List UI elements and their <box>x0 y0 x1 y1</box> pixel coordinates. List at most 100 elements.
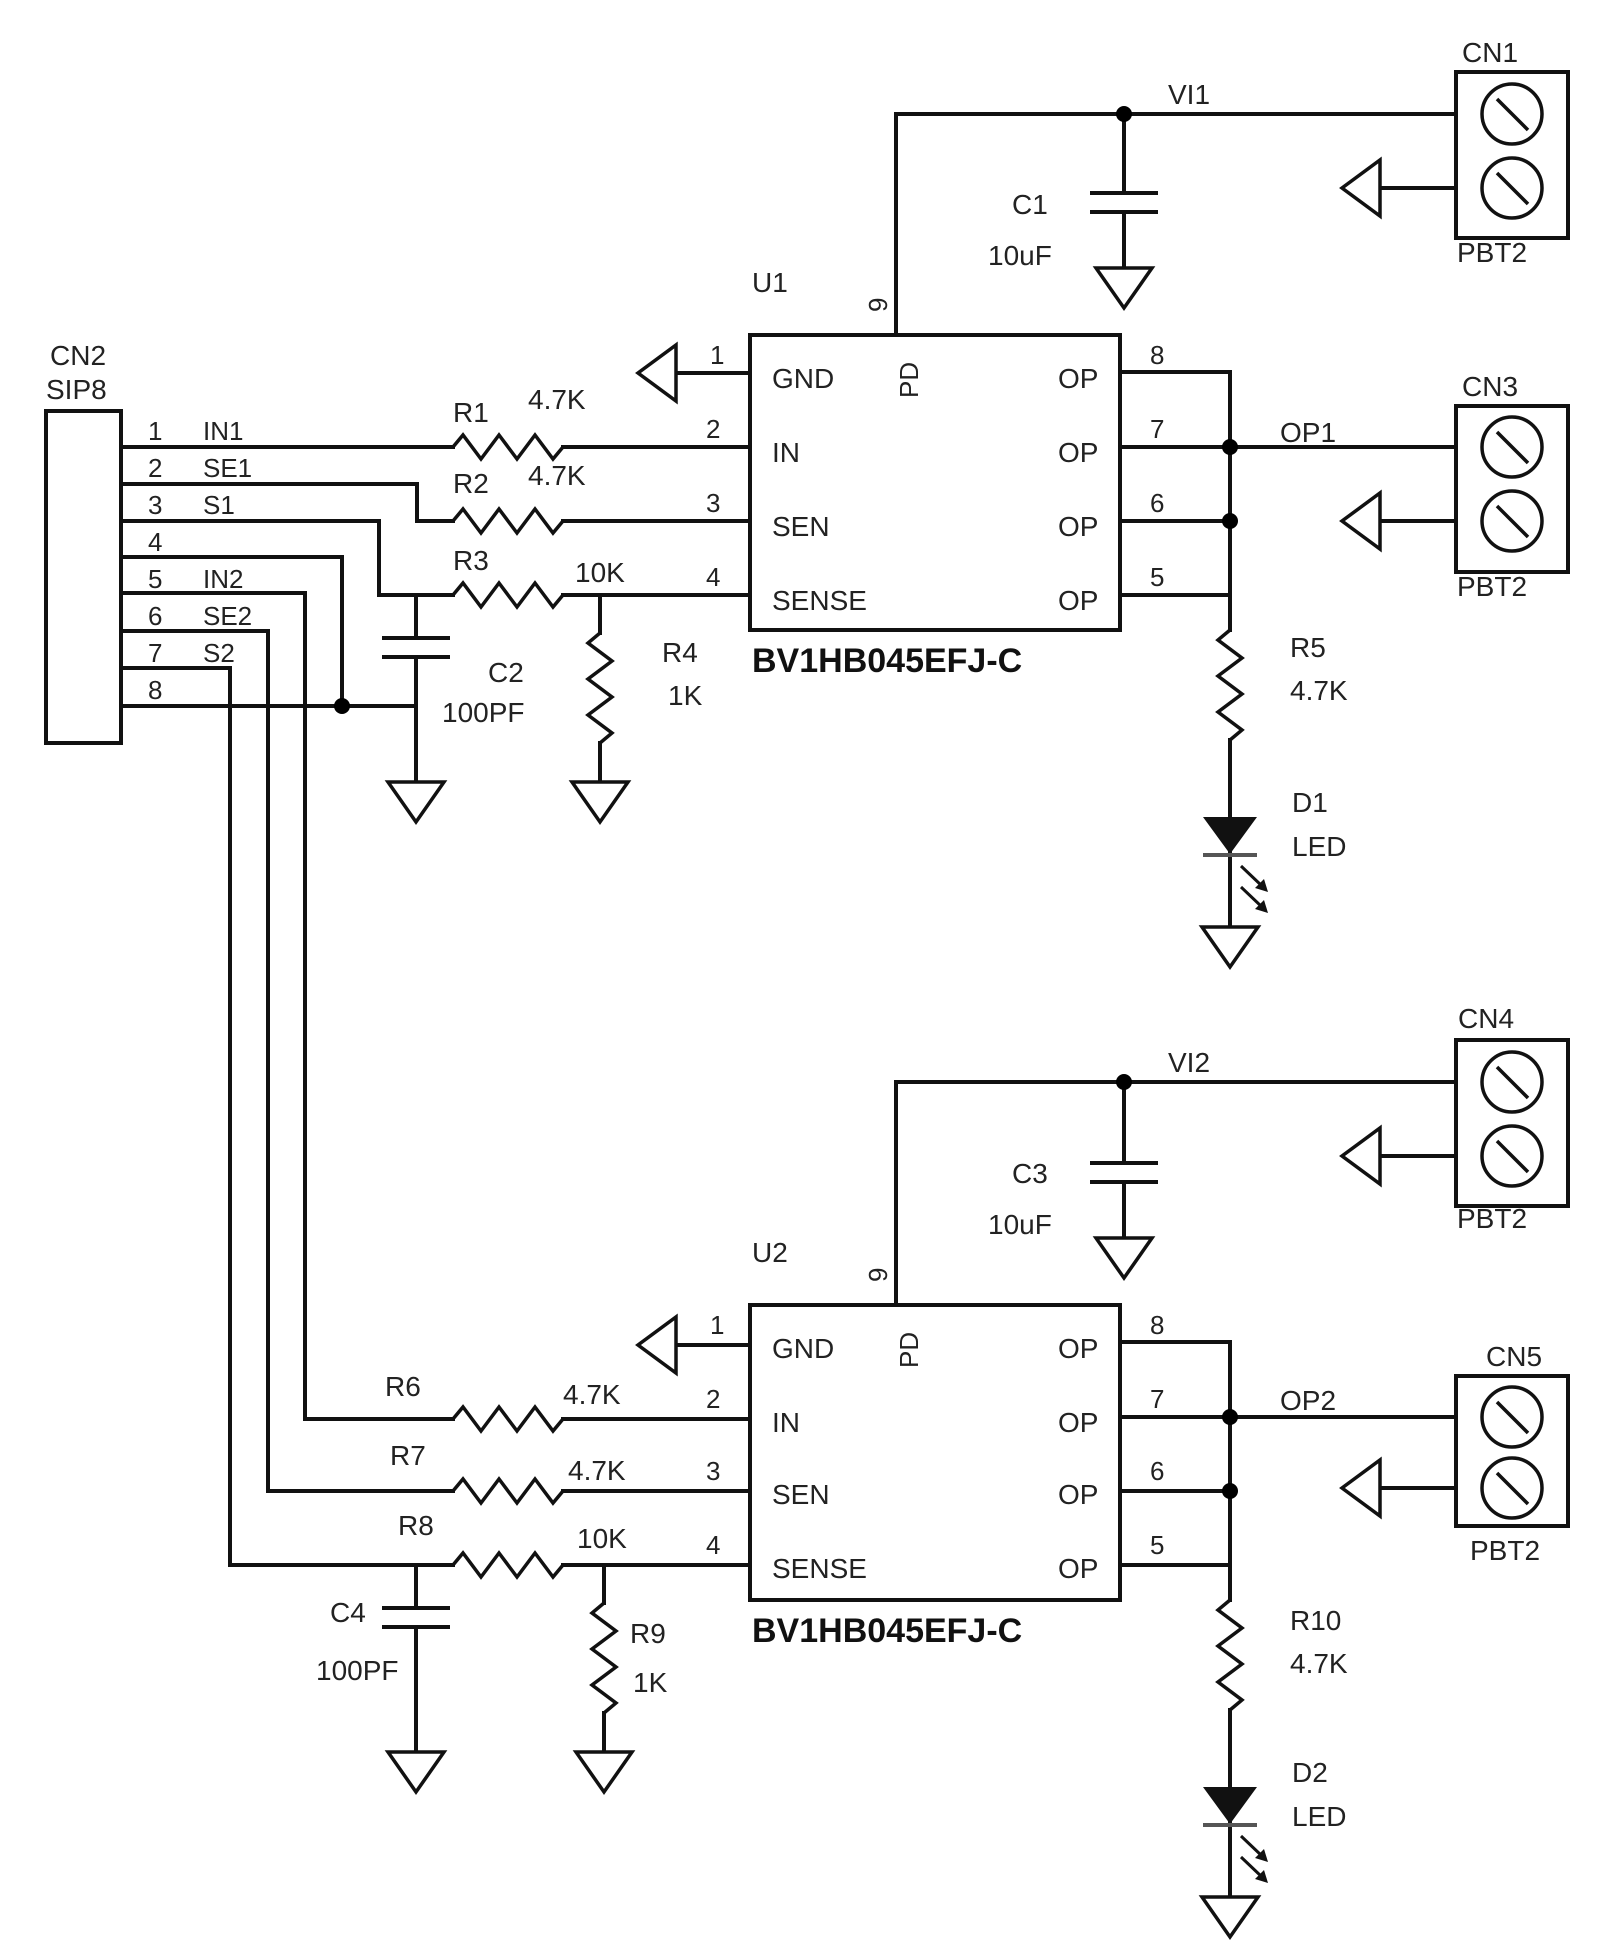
cn4-body <box>1454 1038 1570 1208</box>
u2-pin-op-6: OP <box>1058 1479 1098 1510</box>
cn4-ref: CN4 <box>1458 1003 1514 1034</box>
u1-pin-5-num: 5 <box>1150 562 1164 592</box>
cn2-pin-3-num: 3 <box>148 490 162 520</box>
cn5-type: PBT2 <box>1470 1535 1540 1566</box>
u1-part: BV1HB045EFJ-C <box>752 642 1022 680</box>
u2-pin-op-5: OP <box>1058 1553 1098 1584</box>
cn5-ref: CN5 <box>1486 1341 1542 1372</box>
c4-ref: C4 <box>330 1597 366 1628</box>
cn1-ref: CN1 <box>1462 37 1518 68</box>
light-emission-icon <box>1239 864 1268 913</box>
c3-ref: C3 <box>1012 1158 1048 1189</box>
cn2-pin-6-num: 6 <box>148 601 162 631</box>
u2-pin-7-num: 7 <box>1150 1384 1164 1414</box>
u1-pin-4-num: 4 <box>706 562 720 592</box>
u2-pin-1-num: 1 <box>710 1310 724 1340</box>
junction-vi1 <box>1116 106 1132 122</box>
connector-cn4: CN4 PBT2 <box>1454 1003 1570 1234</box>
u1-pin-pd: PD <box>894 362 924 398</box>
wire-vi1 <box>894 112 1458 337</box>
u2-pin-pd: PD <box>894 1332 924 1368</box>
cn5-body <box>1454 1374 1570 1528</box>
wires-channel-2 <box>119 591 752 1754</box>
cn2-pin-1-net: IN1 <box>203 416 243 446</box>
cn1-type: PBT2 <box>1457 237 1527 268</box>
u1-pin-op-8: OP <box>1058 363 1098 394</box>
wires-channel-1 <box>119 445 752 784</box>
ground-icon <box>386 1750 446 1794</box>
wire-op-bus-1 <box>1118 370 1232 632</box>
u1-pin-3-num: 3 <box>706 488 720 518</box>
capacitor-c2 <box>382 636 450 659</box>
resistor-r1 <box>451 433 565 461</box>
wire-se1 <box>119 482 455 523</box>
u1-pin-1-num: 1 <box>710 340 724 370</box>
ground-icon <box>1200 925 1260 969</box>
cn2-pin-2-num: 2 <box>148 453 162 483</box>
cn2-pin-7-num: 7 <box>148 638 162 668</box>
cn1-body <box>1454 70 1570 240</box>
ground-icon <box>1200 1895 1260 1939</box>
cn2-type: SIP8 <box>46 374 107 405</box>
resistor-r8 <box>451 1551 565 1579</box>
c1-value: 10uF <box>988 240 1052 271</box>
capacitor-c1 <box>1090 191 1158 214</box>
u2-pin-3-num: 3 <box>706 1456 720 1486</box>
r10-value: 4.7K <box>1290 1648 1348 1679</box>
resistor-r3 <box>451 581 565 609</box>
cn2-pin-2-net: SE1 <box>203 453 252 483</box>
resistor-r9 <box>590 1601 618 1715</box>
u1-body <box>748 333 1122 632</box>
c4-value: 100PF <box>316 1655 399 1686</box>
ic-u2: U2 BV1HB045EFJ-C GND IN SEN SENSE 1 2 3 … <box>706 1237 1164 1650</box>
u1-pin-op-5: OP <box>1058 585 1098 616</box>
c1-ref: C1 <box>1012 189 1048 220</box>
wire-in2 <box>119 591 455 1421</box>
u1-pin-in: IN <box>772 437 800 468</box>
cn2-pin-4-num: 4 <box>148 527 162 557</box>
net-vi1: VI1 <box>1168 79 1210 110</box>
u2-body <box>748 1303 1122 1602</box>
u1-pin-6-num: 6 <box>1150 488 1164 518</box>
junction-u2-pin6 <box>1222 1483 1238 1499</box>
wire-vi2 <box>894 1080 1458 1307</box>
cn2-pin-labels: 1 2 3 4 5 6 7 8 IN1 SE1 S1 IN2 SE2 S2 <box>148 416 252 705</box>
u2-ref: U2 <box>752 1237 788 1268</box>
r7-value: 4.7K <box>568 1455 626 1486</box>
r5-value: 4.7K <box>1290 675 1348 706</box>
ic-u1: U1 BV1HB045EFJ-C GND IN SEN SENSE 1 2 3 … <box>706 267 1164 680</box>
ground-icon <box>386 780 446 824</box>
u1-pin-gnd: GND <box>772 363 834 394</box>
connector-cn5: CN5 PBT2 <box>1454 1341 1570 1566</box>
light-emission-icon <box>1239 1834 1268 1883</box>
capacitor-c4 <box>382 1606 450 1629</box>
net-op2: OP2 <box>1280 1385 1336 1416</box>
resistor-r7 <box>451 1477 565 1505</box>
r2-ref: R2 <box>453 468 489 499</box>
u1-pin-op-7: OP <box>1058 437 1098 468</box>
r2-value: 4.7K <box>528 460 586 491</box>
u2-pin-2-num: 2 <box>706 1384 720 1414</box>
d1-value: LED <box>1292 831 1346 862</box>
r3-value: 10K <box>575 557 625 588</box>
cn2-body <box>44 409 123 745</box>
ground-icon <box>574 1750 634 1794</box>
r6-ref: R6 <box>385 1371 421 1402</box>
wire-cn2-pin4 <box>119 555 344 708</box>
r4-value: 1K <box>668 680 703 711</box>
u2-pin-gnd: GND <box>772 1333 834 1364</box>
u1-pin-9-num: 9 <box>863 298 893 312</box>
u1-pin-8-num: 8 <box>1150 340 1164 370</box>
u2-pin-sense: SENSE <box>772 1553 867 1584</box>
u2-pin-9-num: 9 <box>863 1268 893 1282</box>
wires-u2-output <box>1118 1340 1458 1899</box>
u1-pin-2-num: 2 <box>706 414 720 444</box>
resistor-r2 <box>451 507 565 535</box>
net-vi2: VI2 <box>1168 1047 1210 1078</box>
u2-pin-8-num: 8 <box>1150 1310 1164 1340</box>
junction-vi2 <box>1116 1074 1132 1090</box>
connector-cn3: CN3 PBT2 <box>1454 371 1570 602</box>
u2-pin-op-7: OP <box>1058 1407 1098 1438</box>
ground-icon <box>1340 491 1382 551</box>
ground-icon <box>1094 1236 1154 1280</box>
